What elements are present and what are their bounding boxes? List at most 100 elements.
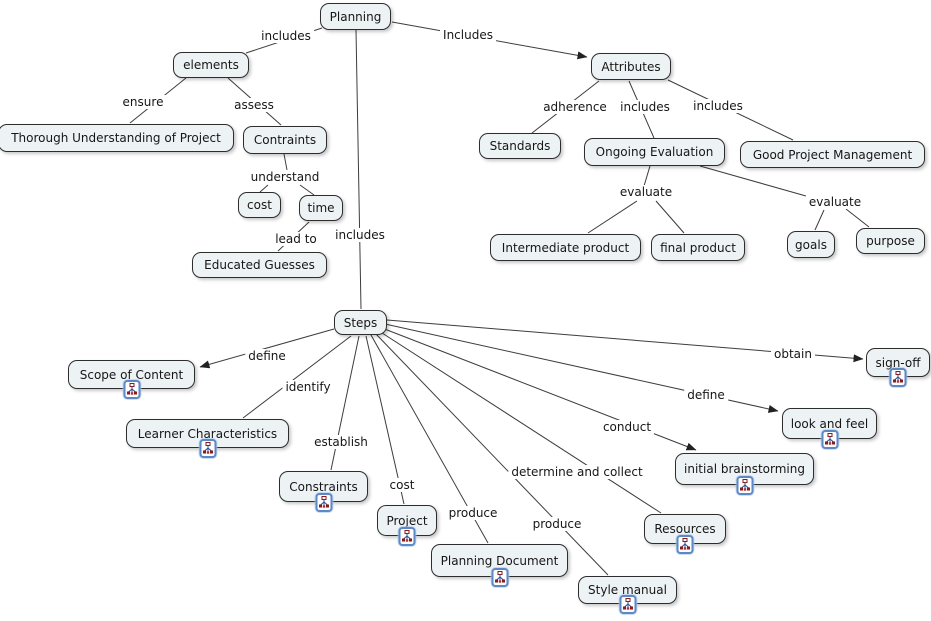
link-label-elements-contraints[interactable]: assess xyxy=(231,98,277,112)
link-line-understand-junction-cost xyxy=(259,184,269,193)
concept-node-steps[interactable]: Steps xyxy=(334,310,387,335)
concept-node-time[interactable]: time xyxy=(299,195,343,221)
concept-node-label: goals xyxy=(795,237,827,252)
cmap-resource-icon[interactable] xyxy=(889,368,907,387)
concept-node-label: Thorough Understanding of Project xyxy=(11,131,221,145)
cmap-resource-icon[interactable] xyxy=(315,493,332,512)
concept-node-label: Contraints xyxy=(253,133,317,147)
link-line-planning-steps xyxy=(355,29,362,310)
concept-node-label: Intermediate product xyxy=(501,240,630,255)
link-label-contraints-understand-junction[interactable]: understand xyxy=(247,170,323,184)
link-label-planning-attributes[interactable]: Includes xyxy=(440,28,496,42)
link-label-steps-learner-characteristics[interactable]: identify xyxy=(282,380,334,394)
link-label-ongoing-evaluation-evaluate-junction-left[interactable]: evaluate xyxy=(616,185,676,199)
concept-node-label: cost xyxy=(247,198,272,212)
concept-node-style-manual[interactable]: Style manual xyxy=(578,576,677,614)
concept-node-purpose[interactable]: purpose xyxy=(856,228,925,254)
link-label-steps-resources[interactable]: determine and collect xyxy=(508,465,646,479)
concept-node-label: Good Project Management xyxy=(752,147,913,162)
cmap-resource-icon[interactable] xyxy=(821,430,838,449)
link-line-evaluate-junction-right-purpose xyxy=(845,208,870,228)
link-label-elements-thorough-understanding[interactable]: ensure xyxy=(119,95,167,109)
cmap-resource-icon[interactable] xyxy=(736,476,753,495)
concept-node-initial-brainstorming[interactable]: initial brainstorming xyxy=(675,453,814,495)
cmap-resource-icon[interactable] xyxy=(676,535,694,554)
link-label-time-educated-guesses[interactable]: lead to xyxy=(272,232,320,246)
cmap-resource-icon-glyph xyxy=(202,442,213,454)
link-label-attributes-ongoing-evaluation[interactable]: includes xyxy=(617,100,673,114)
link-label-steps-initial-brainstorming[interactable]: conduct xyxy=(599,420,655,434)
link-line-steps-project xyxy=(365,335,405,505)
concept-node-contraints[interactable]: Contraints xyxy=(243,126,327,154)
link-label-steps-constraints[interactable]: establish xyxy=(311,435,371,449)
link-label-planning-steps[interactable]: includes xyxy=(332,228,388,242)
concept-node-label: Standards xyxy=(489,139,551,153)
concept-node-resources[interactable]: Resources xyxy=(644,514,726,554)
cmap-resource-icon-glyph xyxy=(680,538,690,550)
link-label-steps-project[interactable]: cost xyxy=(386,478,418,492)
cmap-resource-icon-glyph xyxy=(318,496,329,508)
concept-node-project[interactable]: Project xyxy=(377,505,437,546)
concept-node-label: Project xyxy=(386,513,428,528)
cmap-resource-icon-glyph xyxy=(622,598,633,610)
concept-node-goals[interactable]: goals xyxy=(787,231,835,258)
link-line-steps-learner-characteristics xyxy=(242,335,352,419)
link-label-steps-sign-off[interactable]: obtain xyxy=(771,347,815,361)
cmap-resource-icon[interactable] xyxy=(619,595,636,614)
cmap-resource-icon-glyph xyxy=(739,479,750,491)
concept-node-label: elements xyxy=(183,58,239,72)
concept-node-label: Educated Guesses xyxy=(204,258,315,272)
link-label-attributes-good-project-management[interactable]: includes xyxy=(690,99,746,113)
concept-node-label: purpose xyxy=(866,234,915,248)
cmap-resource-icon-glyph xyxy=(824,433,835,445)
concept-node-cost[interactable]: cost xyxy=(238,192,281,218)
link-line-ongoing-evaluation-evaluate-junction-right xyxy=(699,165,807,197)
concept-node-scope-of-content[interactable]: Scope of Content xyxy=(68,360,195,399)
concept-node-label: Planning xyxy=(329,9,382,24)
cmap-resource-icon[interactable] xyxy=(398,527,416,546)
concept-node-elements[interactable]: elements xyxy=(173,52,249,78)
concept-node-label: Resources xyxy=(654,522,716,536)
concept-node-label: Ongoing Evaluation xyxy=(595,145,714,159)
concept-node-planning[interactable]: Planning xyxy=(320,3,391,30)
concept-node-label: Planning Document xyxy=(440,553,559,568)
cmap-resource-icon[interactable] xyxy=(199,439,216,458)
concept-node-learner-characteristics[interactable]: Learner Characteristics xyxy=(126,419,289,458)
link-line-contraints-understand-junction xyxy=(283,153,288,171)
link-label-attributes-standards[interactable]: adherence xyxy=(540,100,610,114)
link-label-steps-style-manual[interactable]: produce xyxy=(529,517,585,531)
link-line-evaluate-junction-left-final-product xyxy=(655,200,685,234)
concept-node-label: final product xyxy=(660,240,736,255)
link-line-understand-junction-time xyxy=(299,184,315,196)
cmap-resource-icon[interactable] xyxy=(123,380,140,399)
concept-node-standards[interactable]: Standards xyxy=(479,133,561,159)
concept-node-constraints[interactable]: Constraints xyxy=(279,471,368,512)
concept-node-final-product[interactable]: final product xyxy=(651,234,745,261)
concept-node-ongoing-evaluation[interactable]: Ongoing Evaluation xyxy=(584,138,725,166)
concept-node-educated-guesses[interactable]: Educated Guesses xyxy=(192,252,327,278)
concept-node-attributes[interactable]: Attributes xyxy=(591,53,671,80)
link-label-planning-elements[interactable]: includes xyxy=(258,29,314,43)
link-label-steps-scope-of-content[interactable]: define xyxy=(245,349,289,363)
concept-node-good-project-management[interactable]: Good Project Management xyxy=(740,141,925,168)
concept-node-thorough-understanding[interactable]: Thorough Understanding of Project xyxy=(0,124,234,152)
link-line-evaluate-junction-left-intermediate-product xyxy=(587,200,638,234)
link-line-steps-style-manual xyxy=(374,332,609,576)
concept-node-sign-off[interactable]: sign-off xyxy=(866,348,930,387)
link-label-ongoing-evaluation-evaluate-junction-right[interactable]: evaluate xyxy=(805,195,865,209)
concept-node-label: look and feel xyxy=(790,416,869,431)
concept-node-look-and-feel[interactable]: look and feel xyxy=(782,408,877,449)
link-label-steps-planning-document[interactable]: produce xyxy=(445,506,501,520)
concept-node-intermediate-product[interactable]: Intermediate product xyxy=(490,234,641,261)
concept-node-planning-document[interactable]: Planning Document xyxy=(431,544,568,587)
link-label-steps-look-and-feel[interactable]: define xyxy=(684,388,728,402)
concept-node-label: time xyxy=(307,201,335,215)
cmap-resource-icon[interactable] xyxy=(491,568,508,587)
link-line-steps-scope-of-content xyxy=(199,328,335,369)
cmap-resource-icon-glyph xyxy=(402,530,412,542)
link-line-evaluate-junction-right-goals xyxy=(814,209,825,231)
concept-node-label: Steps xyxy=(343,315,378,330)
concept-node-label: Attributes xyxy=(601,59,661,74)
